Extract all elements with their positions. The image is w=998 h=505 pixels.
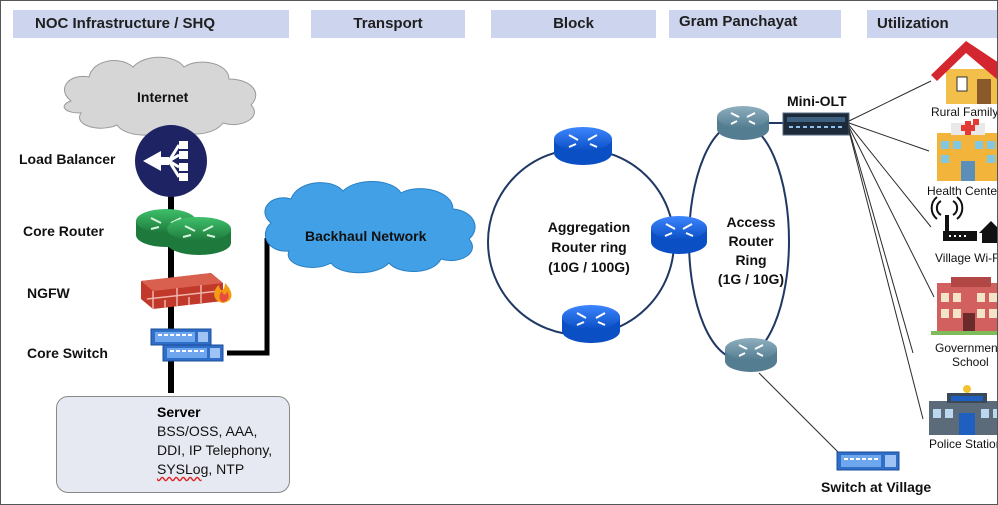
core-router-icon — [136, 209, 231, 255]
aggregation-label-line-1: Aggregation — [547, 219, 631, 235]
school-label-2: School — [952, 355, 989, 369]
syslog-text: SYSLog — [157, 461, 209, 477]
village-wifi-icon — [930, 196, 997, 243]
government-school-icon — [931, 277, 997, 335]
village-switch-icon — [836, 451, 900, 471]
server-title: Server — [157, 404, 201, 420]
school-label-1: Government — [935, 341, 998, 355]
header-utilization: Utilization — [867, 10, 997, 38]
backhaul-network-label: Backhaul Network — [305, 228, 427, 244]
police-station-icon — [929, 385, 997, 435]
aggregation-router-mid-icon — [651, 216, 707, 254]
firewall-icon — [141, 273, 232, 309]
mini-olt-label: Mini-OLT — [787, 93, 847, 109]
internet-cloud-icon — [63, 56, 257, 136]
header-block: Block — [491, 10, 656, 38]
core-router-label: Core Router — [23, 223, 104, 239]
header-transport: Transport — [311, 10, 465, 38]
server-panel: Server BSS/OSS, AAA, DDI, IP Telephony, … — [56, 396, 290, 493]
header-gram-panchayat: Gram Panchayat — [669, 10, 841, 38]
load-balancer-label: Load Balancer — [19, 151, 116, 167]
aggregation-router-top-icon — [554, 127, 612, 165]
backhaul-cloud-icon — [264, 180, 476, 274]
access-ring-label: Access Router Ring (1G / 10G) — [701, 213, 801, 289]
ntp-text: , NTP — [208, 461, 245, 477]
police-station-label: Police Station — [929, 437, 998, 451]
access-label-line-3: Ring — [735, 252, 767, 268]
server-line-3: SYSLog, NTP — [157, 461, 244, 477]
rural-family-label: Rural Family — [931, 105, 998, 119]
health-center-icon — [937, 119, 997, 181]
health-center-label: Health Center — [927, 184, 998, 198]
village-switch-line — [758, 372, 850, 464]
olt-fanout-lines — [848, 80, 935, 420]
core-switch-label: Core Switch — [27, 345, 108, 361]
backhaul-link-line — [227, 238, 270, 356]
internet-label: Internet — [137, 89, 189, 105]
aggregation-router-bottom-icon — [562, 305, 620, 343]
access-label-line-1: Access — [726, 214, 776, 230]
server-line-1: BSS/OSS, AAA, — [157, 423, 258, 439]
aggregation-label-line-3: (10G / 100G) — [548, 259, 630, 275]
load-balancer-icon — [135, 125, 207, 197]
core-switch-icon — [150, 328, 224, 362]
aggregation-ring-label: Aggregation Router ring (10G / 100G) — [539, 217, 639, 277]
access-label-line-4: (1G / 10G) — [717, 271, 785, 287]
rural-family-house-icon — [931, 41, 997, 104]
village-wifi-label: Village Wi-Fi — [935, 251, 998, 265]
header-noc: NOC Infrastructure / SHQ — [13, 10, 289, 38]
server-line-2: DDI, IP Telephony, — [157, 442, 273, 458]
ngfw-label: NGFW — [27, 285, 70, 301]
access-router-top-icon — [717, 106, 769, 140]
aggregation-label-line-2: Router ring — [551, 239, 627, 255]
access-label-line-2: Router — [728, 233, 774, 249]
switch-at-village-label: Switch at Village — [821, 479, 932, 495]
mini-olt-icon — [782, 112, 850, 136]
access-router-bottom-icon — [725, 338, 777, 372]
